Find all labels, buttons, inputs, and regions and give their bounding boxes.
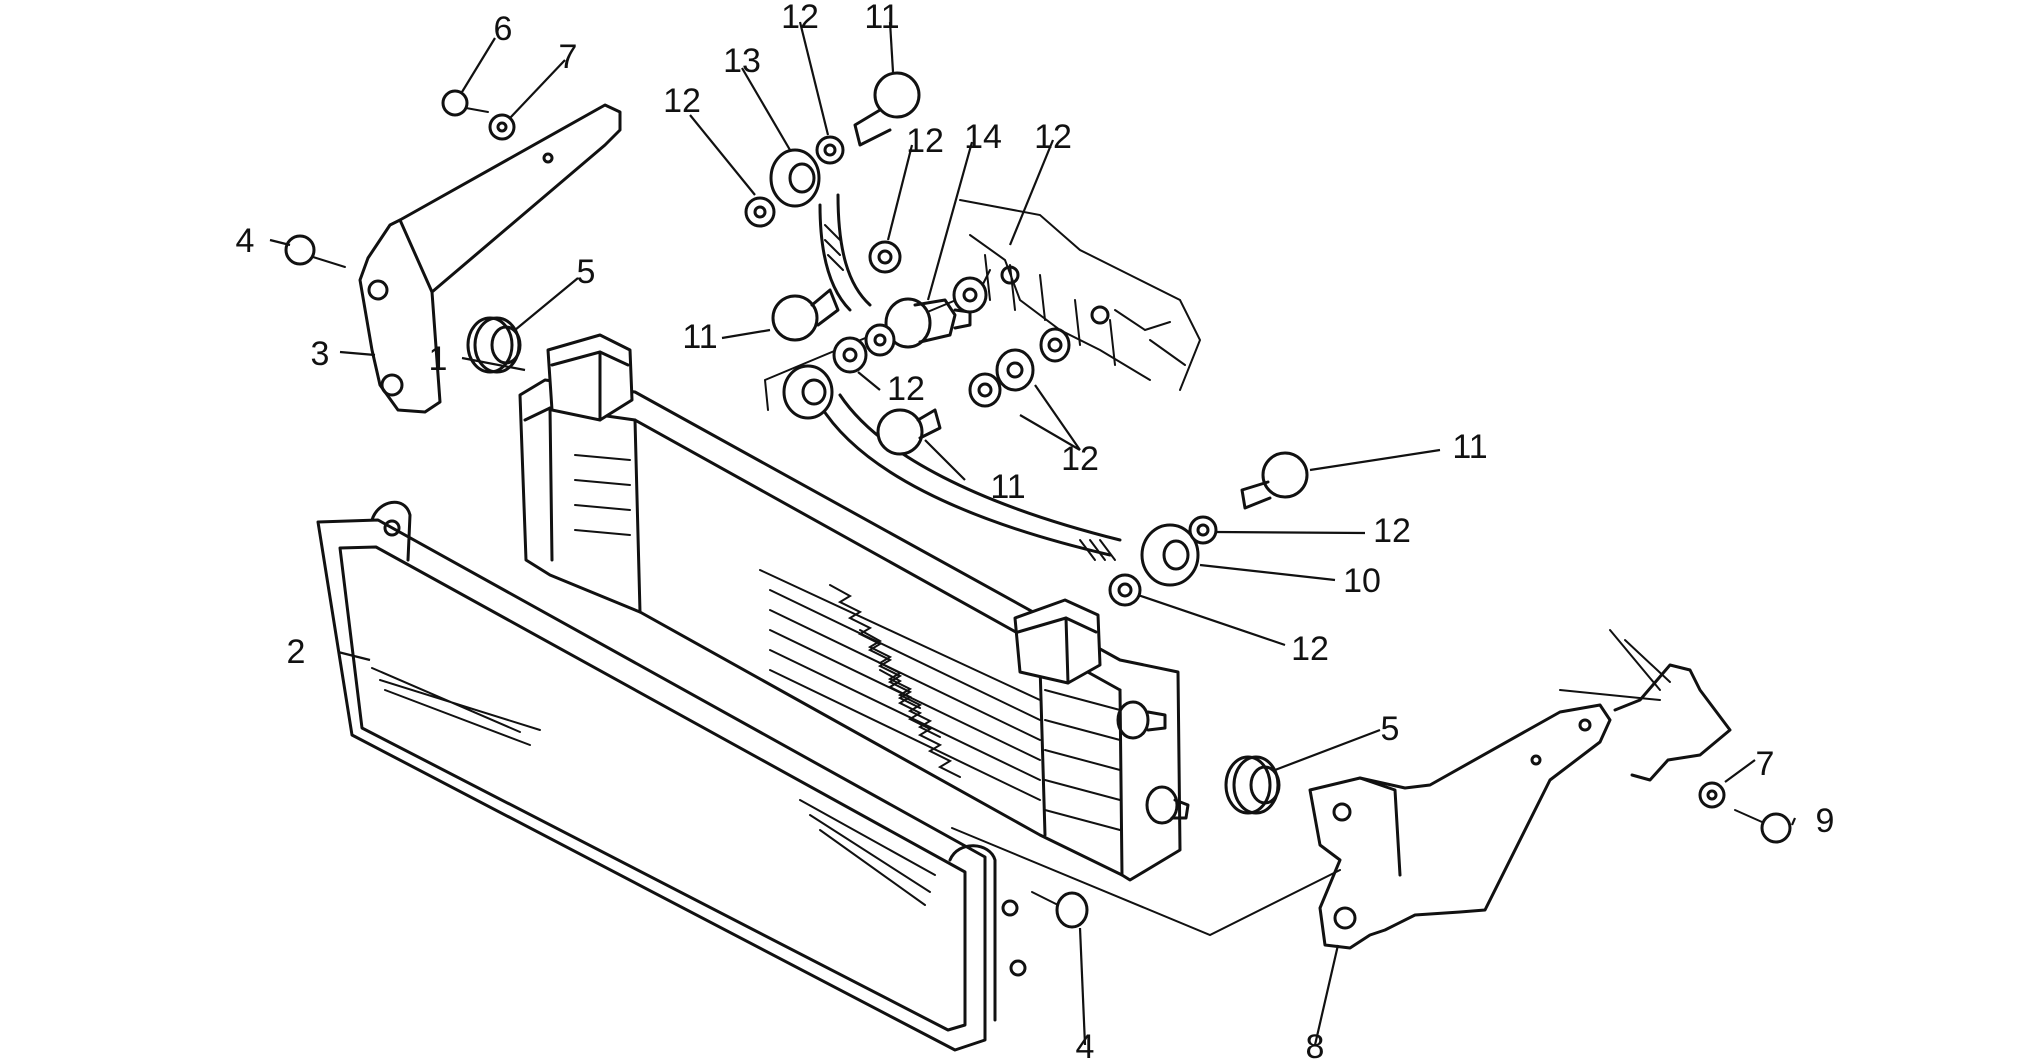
callout-8: 8: [1306, 1028, 1325, 1062]
callout-4-bottom: 4: [1076, 1028, 1095, 1062]
callout-11-left: 11: [682, 318, 717, 356]
callout-9: 9: [1816, 802, 1835, 840]
banjo-bolt-right: [1240, 451, 1309, 510]
banjo-bolt-left: [771, 288, 840, 342]
callout-7-top: 7: [559, 38, 578, 76]
union-fitting-14: [884, 297, 972, 349]
screw-bottom: [1031, 891, 1089, 929]
callout-12-g: 12: [1373, 512, 1411, 550]
callout-5-left: 5: [577, 253, 596, 291]
callout-4-left: 4: [236, 222, 255, 260]
callout-12-a: 12: [663, 82, 701, 120]
washer-right: [1698, 781, 1726, 809]
banjo-bolt-top: [853, 71, 921, 147]
guard-plate: [316, 500, 1027, 1052]
oil-cooler-radiator: [518, 333, 1190, 882]
callout-11-middle: 11: [990, 468, 1025, 506]
callout-12-c: 12: [906, 122, 944, 160]
callout-7-right: 7: [1756, 745, 1775, 783]
engine-outline: [959, 199, 1202, 391]
callout-1: 1: [429, 340, 448, 378]
grommet-left: [466, 316, 522, 374]
leader-lines: [269, 21, 1797, 1046]
banjo-fitting-10: [1140, 523, 1200, 587]
callout-12-h: 12: [1291, 630, 1329, 668]
callout-11-top: 11: [864, 0, 899, 36]
callout-13: 13: [723, 42, 761, 80]
banjo-bolt-middle: [876, 408, 942, 456]
screw-left: [284, 234, 346, 268]
callout-10: 10: [1343, 562, 1381, 600]
callout-6: 6: [494, 10, 513, 48]
grommet-right: [1224, 755, 1281, 815]
right-bracket: [1308, 629, 1732, 950]
banjo-fitting-13: [769, 148, 821, 208]
oil-lines: [764, 193, 1341, 937]
copper-washers: [744, 135, 1218, 607]
callout-12-d: 12: [1034, 118, 1072, 156]
callout-labels: 1 2 3 4 4 5 5 6 7 7 8 9 10 11 11 11 11 1…: [236, 0, 1835, 1062]
callout-3: 3: [311, 335, 330, 373]
banjo-fitting-lower: [782, 364, 834, 420]
callout-14: 14: [964, 118, 1002, 156]
callout-12-e: 12: [887, 370, 925, 408]
left-bracket: [358, 103, 622, 414]
screw-top-left: [441, 89, 489, 117]
callout-12-f: 12: [1061, 440, 1099, 478]
callout-11-right: 11: [1452, 428, 1487, 466]
callout-2: 2: [287, 633, 306, 671]
screw-right: [1734, 809, 1792, 844]
washer-top-left: [488, 113, 516, 141]
callout-12-b: 12: [781, 0, 819, 36]
callout-5-right: 5: [1381, 710, 1400, 748]
